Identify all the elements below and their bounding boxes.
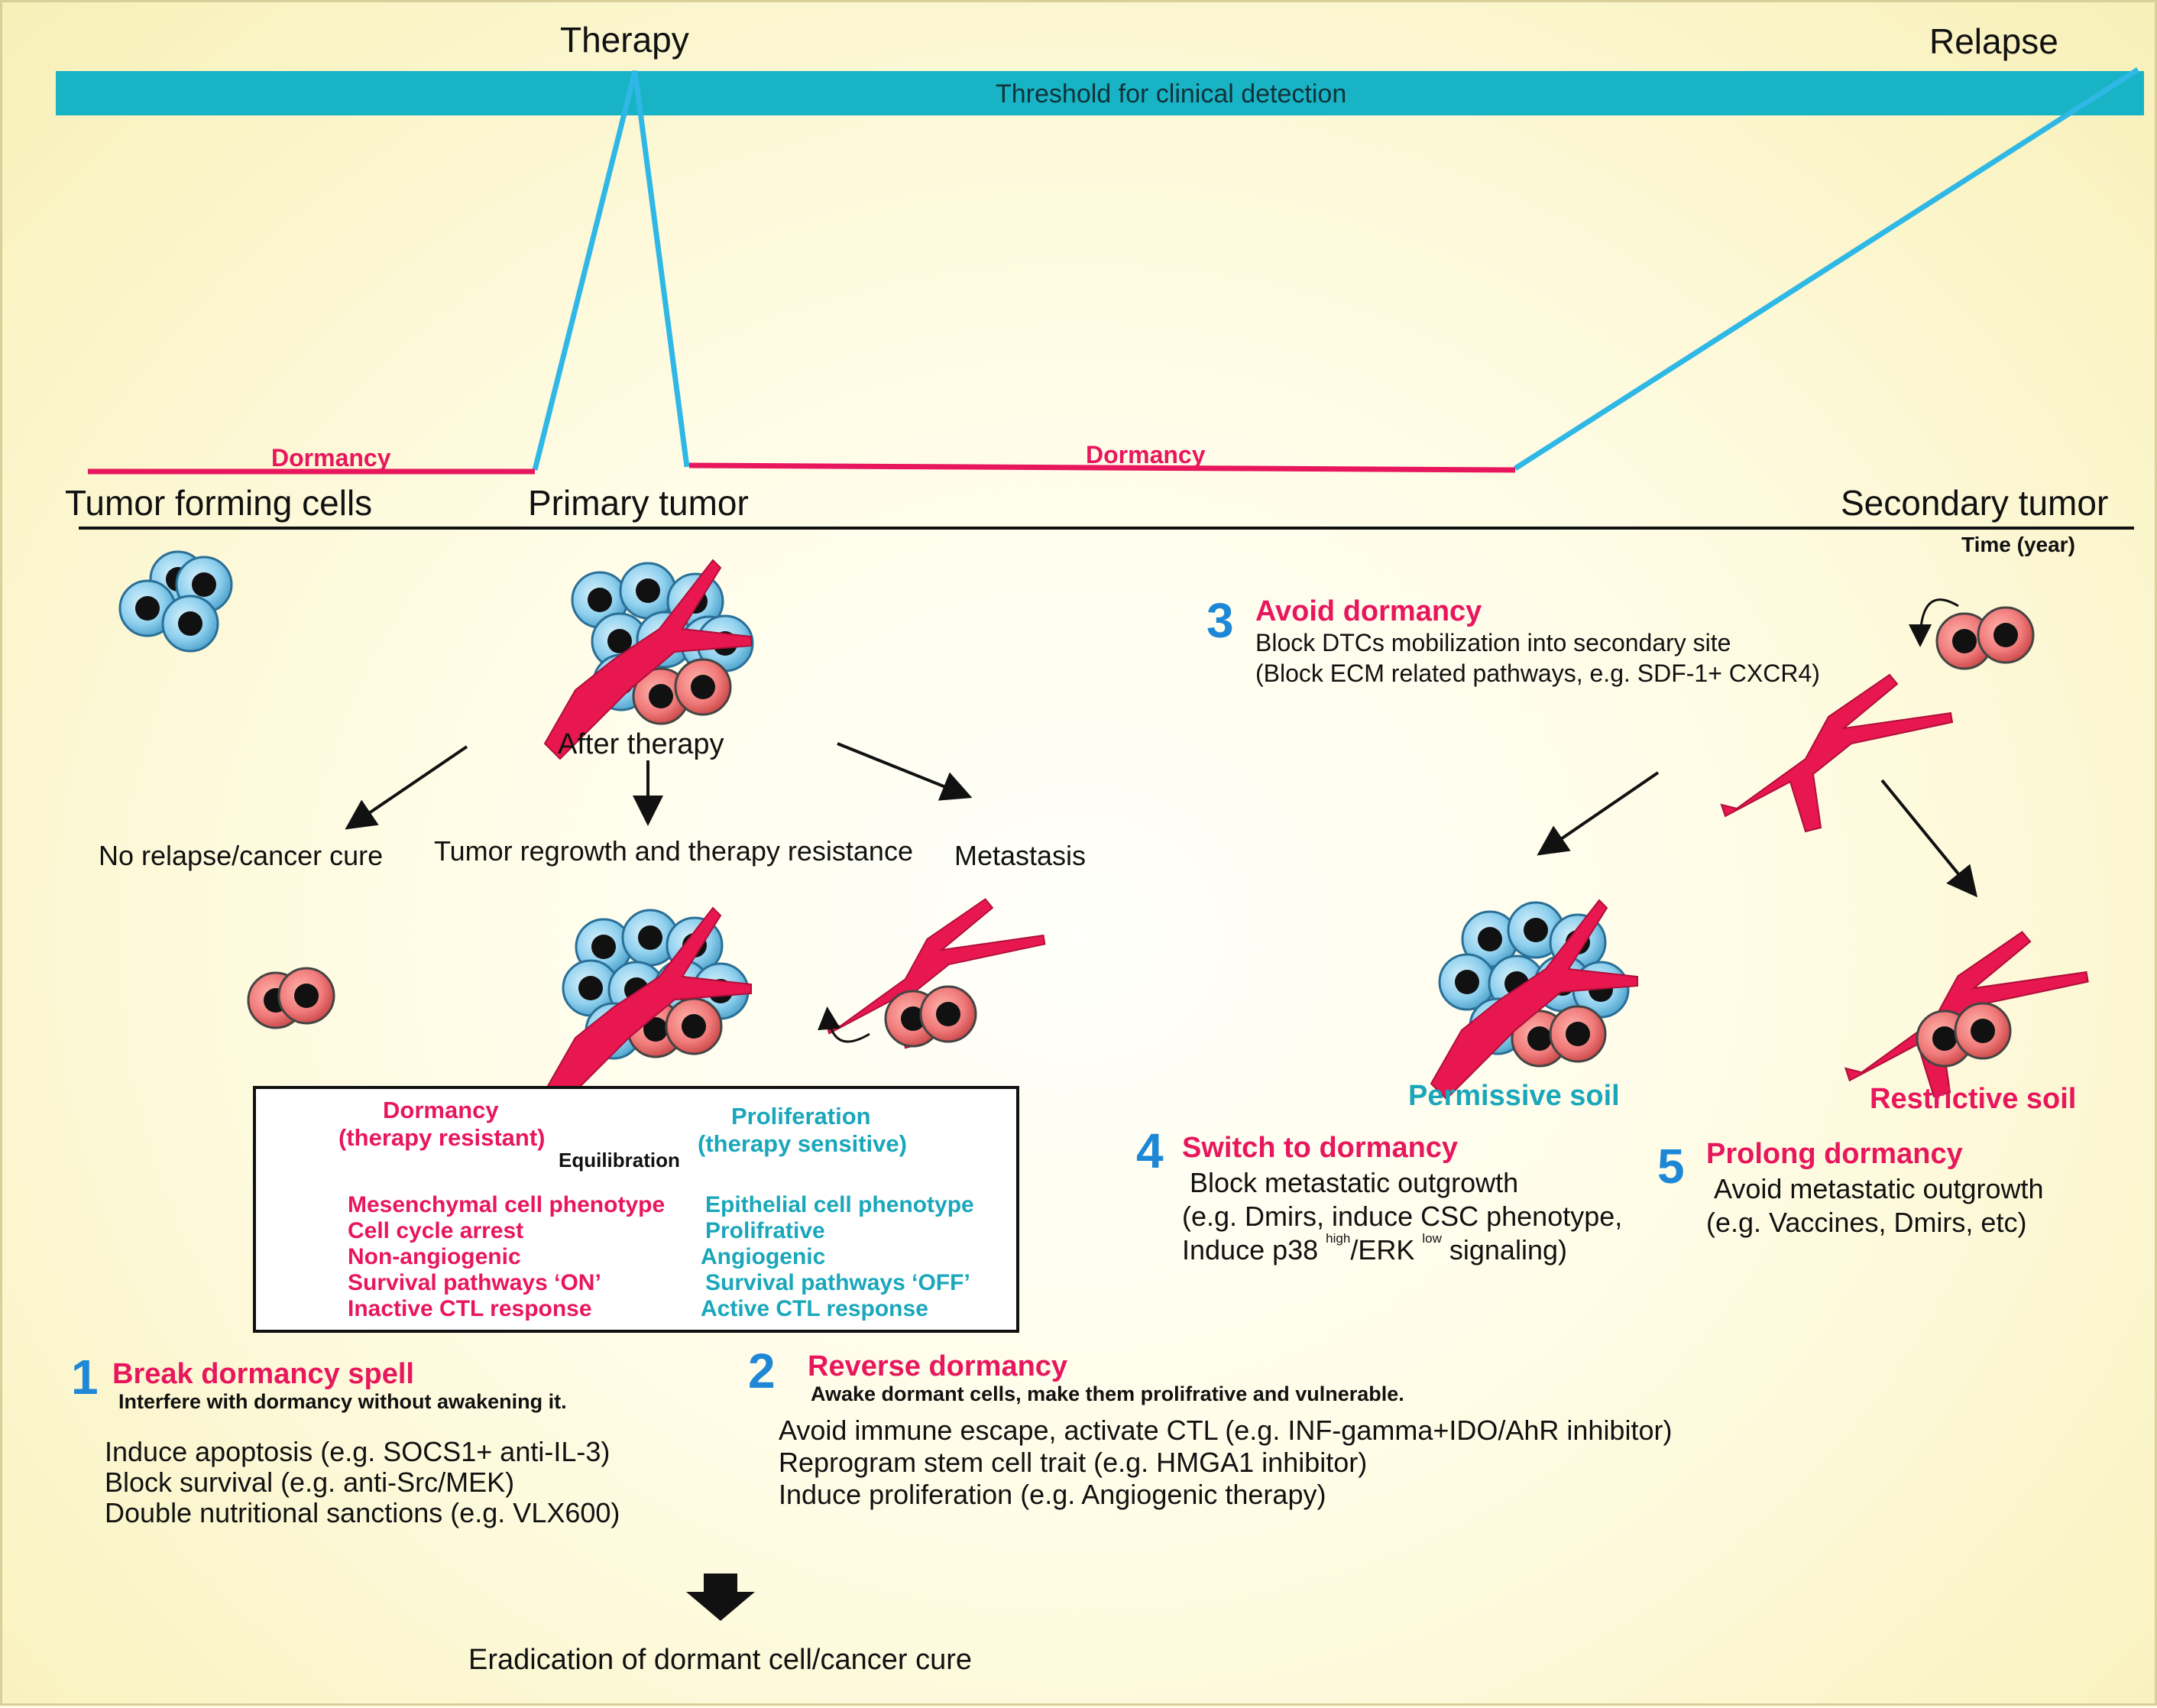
therapy-label: Therapy bbox=[560, 20, 689, 60]
metastasis-label: Metastasis bbox=[954, 840, 1087, 871]
restrictive-soil-vessel bbox=[1844, 931, 2089, 1097]
stage-secondary-label: Secondary tumor bbox=[1841, 483, 2109, 523]
strategy-1-number: 1 bbox=[71, 1350, 99, 1405]
strategy-1-line: Double nutritional sanctions (e.g. VLX60… bbox=[105, 1497, 620, 1528]
arrow-to-cure bbox=[345, 745, 468, 830]
strategy-3-title: Avoid dormancy bbox=[1255, 595, 1482, 627]
dormancy-trait: Non-angiogenic bbox=[348, 1244, 521, 1269]
dormant-cell-pair bbox=[247, 967, 335, 1029]
strategy-4-title: Switch to dormancy bbox=[1182, 1132, 1459, 1164]
arrow-to-permissive bbox=[1537, 771, 1660, 856]
permissive-soil-label: Permissive soil bbox=[1408, 1080, 1620, 1112]
permissive-soil-cluster bbox=[1430, 899, 1638, 1100]
threshold-banner bbox=[56, 71, 2144, 115]
proliferation-trait: Survival pathways ‘OFF’ bbox=[705, 1270, 970, 1295]
proliferation-trait: Active CTL response bbox=[701, 1296, 928, 1321]
proliferation-box-title: Proliferation bbox=[731, 1103, 871, 1129]
strategy-5-title: Prolong dormancy bbox=[1706, 1138, 1963, 1170]
secondary-site-vessel bbox=[1721, 598, 2035, 832]
strategy-3-number: 3 bbox=[1206, 593, 1234, 648]
equilibration-label: Equilibration bbox=[559, 1149, 680, 1172]
dormancy-label-1: Dormancy bbox=[271, 444, 391, 472]
strategy-3-line: Block DTCs mobilization into secondary s… bbox=[1255, 629, 1731, 656]
stage-tumor-forming-label: Tumor forming cells bbox=[65, 483, 373, 523]
therapy-spike-line bbox=[532, 70, 690, 471]
restrictive-soil-label: Restrictive soil bbox=[1870, 1083, 2077, 1115]
arrow-to-restrictive bbox=[1880, 779, 1978, 898]
after-therapy-label: After therapy bbox=[558, 728, 724, 760]
equilibration-box bbox=[253, 1086, 1019, 1333]
final-outcome-label: Eradication of dormant cell/cancer cure bbox=[468, 1644, 972, 1676]
proliferation-trait: Angiogenic bbox=[701, 1244, 826, 1269]
dormancy-box-subtitle: (therapy resistant) bbox=[338, 1124, 546, 1151]
relapse-label: Relapse bbox=[1929, 21, 2058, 61]
regrowth-tumor-cluster bbox=[544, 907, 752, 1107]
strategy-1-subtitle: Interfere with dormancy without awakenin… bbox=[118, 1390, 567, 1413]
strategy-2-number: 2 bbox=[748, 1343, 776, 1398]
strategy-2-subtitle: Awake dormant cells, make them prolifrat… bbox=[811, 1382, 1404, 1405]
relapse-rise-line bbox=[1514, 67, 2139, 471]
proliferation-trait: Prolifrative bbox=[705, 1218, 825, 1243]
strategy-4-line: Block metastatic outgrowth bbox=[1190, 1167, 1519, 1198]
stage-primary-label: Primary tumor bbox=[528, 483, 749, 523]
strategy-2-line: Reprogram stem cell trait (e.g. HMGA1 in… bbox=[779, 1447, 1368, 1478]
strategy-1-line: Block survival (e.g. anti-Src/MEK) bbox=[105, 1467, 515, 1498]
dormancy-line-2 bbox=[688, 462, 1516, 473]
strategy-1-line: Induce apoptosis (e.g. SOCS1+ anti-IL-3) bbox=[105, 1436, 611, 1467]
metastasis-vessel bbox=[818, 898, 1046, 1049]
strategy-4-number: 4 bbox=[1136, 1123, 1164, 1178]
strategy-3-line: (Block ECM related pathways, e.g. SDF-1+… bbox=[1255, 660, 1820, 687]
dormancy-box-title: Dormancy bbox=[383, 1097, 499, 1123]
strategy-2-title: Reverse dormancy bbox=[808, 1350, 1068, 1382]
proliferation-box-subtitle: (therapy sensitive) bbox=[698, 1130, 907, 1157]
dormancy-trait: Inactive CTL response bbox=[348, 1296, 592, 1321]
arrow-to-metastasis bbox=[837, 742, 973, 801]
dormancy-label-2: Dormancy bbox=[1086, 441, 1206, 468]
strategy-2-line: Induce proliferation (e.g. Angiogenic th… bbox=[779, 1479, 1326, 1510]
no-relapse-label: No relapse/cancer cure bbox=[99, 840, 384, 871]
strategy-4-line: (e.g. Dmirs, induce CSC phenotype, bbox=[1182, 1201, 1623, 1232]
strategy-1-title: Break dormancy spell bbox=[112, 1358, 414, 1390]
regrowth-label: Tumor regrowth and therapy resistance bbox=[434, 835, 913, 867]
dormancy-trait: Cell cycle arrest bbox=[348, 1218, 524, 1243]
strategy-5-line: Avoid metastatic outgrowth bbox=[1714, 1173, 2044, 1204]
dormancy-trait: Mesenchymal cell phenotype bbox=[348, 1192, 666, 1217]
threshold-label: Threshold for clinical detection bbox=[996, 79, 1347, 109]
down-arrow-icon bbox=[686, 1573, 755, 1621]
tumor-forming-cells bbox=[118, 550, 233, 653]
dormancy-trait: Survival pathways ‘ON’ bbox=[348, 1270, 601, 1295]
strategy-2-line: Avoid immune escape, activate CTL (e.g. … bbox=[779, 1415, 1673, 1446]
strategy-4-line: Induce p38 high/ERK low signaling) bbox=[1182, 1231, 1567, 1266]
proliferation-trait: Epithelial cell phenotype bbox=[705, 1192, 974, 1217]
strategy-5-number: 5 bbox=[1657, 1139, 1685, 1194]
time-axis-label: Time (year) bbox=[1961, 533, 2075, 556]
strategy-5-line: (e.g. Vaccines, Dmirs, etc) bbox=[1706, 1207, 2027, 1238]
